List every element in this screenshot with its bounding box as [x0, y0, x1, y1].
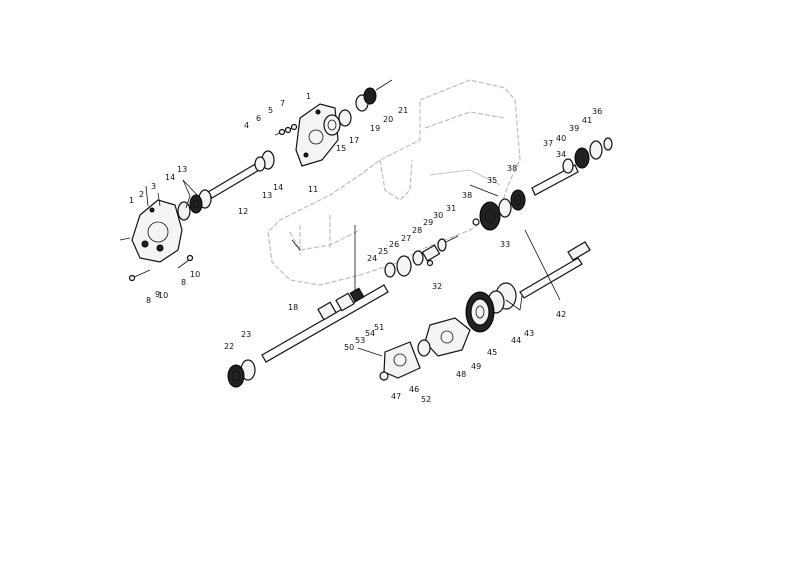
- callout-44: 44: [511, 336, 521, 345]
- leader-lines: [145, 179, 561, 311]
- callout-42: 42: [556, 310, 566, 319]
- callout-labels: 1 2 3 1 4 5 6 7 8 8 9 10 10 11 12 13 13 …: [129, 92, 602, 404]
- callout-19: 19: [370, 124, 380, 133]
- input-shaft: [177, 150, 275, 221]
- callout-7: 7: [280, 99, 285, 108]
- output-shaft: [465, 241, 591, 333]
- callout-3: 3: [151, 182, 156, 191]
- callout-4: 4: [244, 121, 249, 130]
- callout-50: 50: [344, 343, 354, 352]
- front-housing: [119, 199, 183, 263]
- callout-32: 32: [432, 282, 442, 291]
- callout-14-right: 14: [273, 183, 283, 192]
- bolt-set-4-7: [274, 123, 298, 136]
- callout-1-top: 1: [306, 92, 311, 101]
- main-shaft: [227, 284, 389, 388]
- callout-17: 17: [349, 136, 359, 145]
- callout-34: 34: [556, 150, 566, 159]
- callout-10: 10: [190, 270, 200, 279]
- housing-outline: [267, 79, 521, 286]
- callout-13-left: 13: [177, 165, 187, 174]
- callout-27: 27: [401, 234, 411, 243]
- rear-cover-assembly: [357, 317, 471, 381]
- callout-36: 36: [592, 107, 602, 116]
- callout-8-lower: 8: [146, 296, 151, 305]
- callout-21: 21: [398, 106, 408, 115]
- callout-53: 53: [355, 336, 365, 345]
- bearing-set-15-21: [323, 79, 393, 136]
- callout-2: 2: [139, 190, 144, 199]
- callout-9: 9: [155, 290, 160, 299]
- callout-23: 23: [241, 330, 251, 339]
- callout-1: 1: [129, 196, 134, 205]
- callout-30: 30: [433, 211, 443, 220]
- callout-38-right: 38: [507, 164, 517, 173]
- callout-38-left: 38: [462, 191, 472, 200]
- callout-5: 5: [268, 106, 273, 115]
- callout-28: 28: [412, 226, 422, 235]
- callout-33: 33: [500, 240, 510, 249]
- callout-24: 24: [367, 254, 377, 263]
- callout-35: 35: [487, 176, 497, 185]
- callout-46: 46: [409, 385, 419, 394]
- callout-31: 31: [446, 204, 456, 213]
- callout-15: 15: [336, 144, 346, 153]
- callout-29: 29: [423, 218, 433, 227]
- callout-25: 25: [378, 247, 388, 256]
- callout-11: 11: [308, 185, 318, 194]
- callout-20: 20: [383, 115, 393, 124]
- counter-gear-cluster: [472, 137, 613, 231]
- callout-49: 49: [471, 362, 481, 371]
- callout-41: 41: [582, 116, 592, 125]
- callout-39: 39: [569, 124, 579, 133]
- callout-37: 37: [543, 139, 553, 148]
- callout-12: 12: [238, 207, 248, 216]
- callout-54: 54: [365, 329, 375, 338]
- callout-8: 8: [181, 278, 186, 287]
- callout-45: 45: [487, 348, 497, 357]
- layshaft-components: [384, 235, 459, 278]
- callout-14-left: 14: [165, 173, 175, 182]
- callout-22: 22: [224, 342, 234, 351]
- callout-18: 18: [288, 303, 298, 312]
- callout-13-right: 13: [262, 191, 272, 200]
- callout-47: 47: [391, 392, 401, 401]
- callout-52: 52: [421, 395, 431, 404]
- callout-10-lower: 10: [158, 291, 168, 300]
- callout-43: 43: [524, 329, 534, 338]
- callout-51: 51: [374, 323, 384, 332]
- callout-26: 26: [389, 240, 399, 249]
- callout-6: 6: [256, 114, 261, 123]
- studs-8-10: [128, 254, 194, 282]
- callout-48: 48: [456, 370, 466, 379]
- callout-40: 40: [556, 134, 566, 143]
